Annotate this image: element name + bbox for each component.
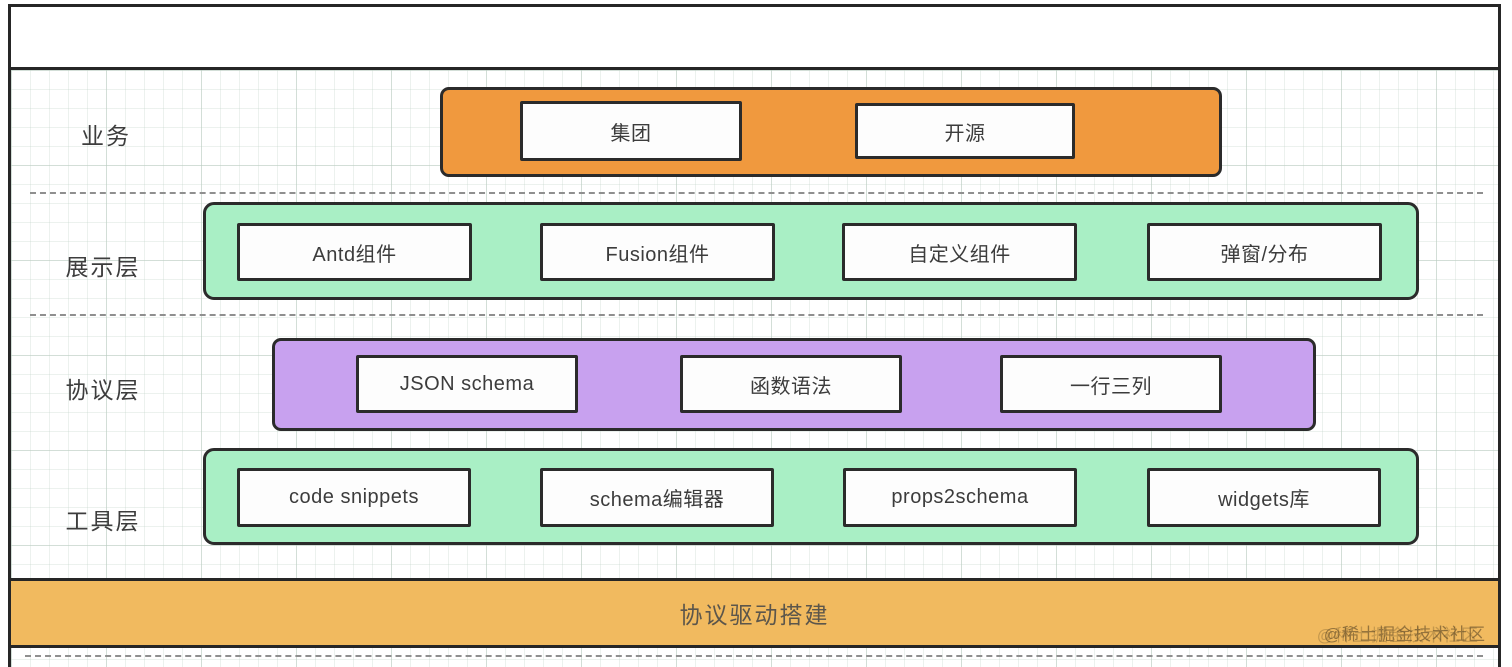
row-label-tool-layer: 工具层	[65, 508, 141, 534]
watermark: @稀土掘金技术社区	[1323, 625, 1486, 644]
dashed-separator	[30, 192, 1483, 194]
header-band	[11, 7, 1498, 70]
display-node-fusion-components: Fusion组件	[540, 223, 775, 281]
bar-display-layer: Antd组件 Fusion组件 自定义组件 弹窗/分布	[203, 202, 1419, 300]
bar-tool-layer: code snippets schema编辑器 props2schema wid…	[203, 448, 1419, 545]
display-node-modal-layout: 弹窗/分布	[1147, 223, 1382, 281]
display-node-antd-components: Antd组件	[237, 223, 472, 281]
display-node-custom-components: 自定义组件	[842, 223, 1077, 281]
business-node-group: 集团	[520, 101, 742, 161]
row-label-display-layer: 展示层	[65, 254, 141, 280]
tool-node-schema-editor: schema编辑器	[540, 468, 774, 527]
bar-business: 集团 开源	[440, 87, 1222, 177]
protocol-node-one-row-three-cols: 一行三列	[1000, 355, 1222, 413]
row-label-business: 业务	[81, 123, 131, 149]
tool-node-code-snippets: code snippets	[237, 468, 471, 527]
footer-band: 协议驱动搭建 @稀土掘金技术社区	[11, 578, 1498, 648]
tool-node-props2schema: props2schema	[843, 468, 1077, 527]
dashed-separator	[30, 314, 1483, 316]
row-label-protocol-layer: 协议层	[65, 377, 141, 403]
bar-protocol-layer: JSON schema 函数语法 一行三列	[272, 338, 1316, 431]
protocol-node-json-schema: JSON schema	[356, 355, 578, 413]
footer-label: 协议驱动搭建	[679, 602, 830, 628]
tool-node-widgets-lib: widgets库	[1147, 468, 1381, 527]
protocol-node-function-syntax: 函数语法	[680, 355, 902, 413]
business-node-opensource: 开源	[855, 103, 1075, 159]
dashed-separator-bottom	[25, 655, 1483, 657]
